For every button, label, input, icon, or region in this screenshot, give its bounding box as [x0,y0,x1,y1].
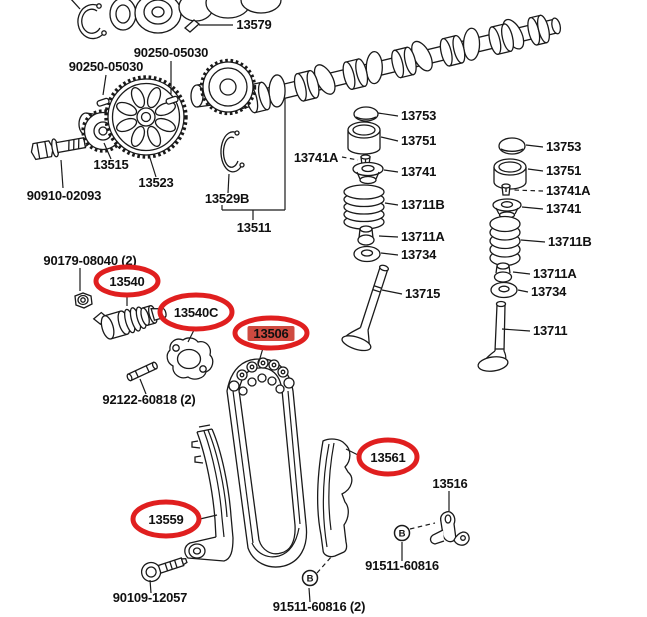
valve-spring-13711b-right [489,215,521,267]
part-label-13579: 13579 [236,17,271,32]
woodruff-keys [96,95,179,107]
part-label-90250-05030-a: 90250-05030 [134,45,208,60]
bolt-marker-circle-b-marker-1 [301,569,319,587]
part-label-13516: 13516 [432,476,467,491]
leader-lines [60,24,546,603]
part-label-13741A-right: 13741A [546,183,591,198]
highlight-oval-13559 [130,499,202,539]
bolt-marker-letter-b-marker-2: B [399,529,406,540]
part-label-13561: 13561 [370,450,405,465]
valve-spring-13711b-left [343,184,385,230]
spring-retainer-13741-right [492,198,522,219]
chain-guide-13559 [184,424,234,562]
timing-chain-13506 [226,357,308,568]
part-label-13751-left: 13751 [401,133,436,148]
highlight-oval-13561 [356,437,420,477]
part-13540 [92,305,167,340]
part-label-91511-60816-2: 91511-60816 (2) [273,599,365,614]
valve-seal-13711a-right [493,262,513,283]
sprocket-13523 [104,75,188,159]
spring-seat-13734-left [353,245,381,263]
part-label-13715: 13715 [405,286,440,301]
part-label-90910-02093: 90910-02093 [27,188,101,203]
part-label-13506: 13506 [253,326,288,341]
chain-links [228,357,295,396]
part-label-13753-right: 13753 [546,139,581,154]
part-label-13734-left: 13734 [401,247,437,262]
spring-seat-13734-right [490,281,518,299]
valve-cap-13753-left [353,106,379,122]
valve-13715 [341,264,389,352]
part-label-90250-05030-b: 90250-05030 [69,59,143,74]
part-label-13741A-left: 13741A [294,150,339,165]
part-label-13529B: 13529B [205,191,249,206]
part-label-90179-08040: 90179-08040 (2) [43,253,136,268]
top-pulley-parts [70,0,282,40]
snap-ring-13529b [220,130,245,173]
highlight-oval-13506 [232,315,310,351]
valve-lock-13741a-right [501,183,511,196]
part-label-91511-60816-r: 91511-60816 [365,558,439,573]
part-label-92122-60818: 92122-60818 (2) [102,392,195,407]
part-label-13511: 13511 [237,220,271,235]
nut-90179-08040 [74,292,93,309]
highlight-fill-13506 [247,326,295,341]
valve-cap-13753-right [498,137,526,155]
part-label-13734-right: 13734 [531,284,567,299]
part-label-13559: 13559 [148,512,183,527]
part-label-13751-right: 13751 [546,163,581,178]
part-label-13711B-left: 13711B [401,197,445,212]
bolt-marker-letter-b-marker-1: B [307,574,314,585]
part-label-13540C: 13540C [174,305,219,320]
valve-lifter-13751-right [493,158,527,190]
valve-stack-left [341,106,389,352]
valve-seal-13711a-left [357,225,375,246]
gasket-13540c [166,337,214,380]
part-label-13515: 13515 [93,157,128,172]
part-label-13711A-left: 13711A [401,229,445,244]
camshaft-13511 [190,14,562,116]
part-label-13540: 13540 [109,274,144,289]
part-label-13711B-right: 13711B [548,234,592,249]
bracket-13516 [429,510,470,546]
spring-retainer-13741-left [352,161,384,185]
bolt-marker-circle-b-marker-2 [393,524,411,542]
part-label-13711A-right: 13711A [533,266,577,281]
highlight-oval-13540 [93,264,161,298]
valve-13711 [477,300,509,372]
stud-92122-60818 [126,361,158,382]
bolt-90910-02093 [30,136,90,161]
part-label-13711: 13711 [533,323,567,338]
part-label-13753-left: 13753 [401,108,436,123]
part-label-13741-right: 13741 [546,201,581,216]
part-label-13523: 13523 [138,175,173,190]
part-label-13741-left: 13741 [401,164,436,179]
bolt-90109-12057 [140,557,188,583]
valve-stack-right [477,137,527,372]
part-label-90109-12057: 90109-12057 [113,590,187,605]
chain-damper-13561 [317,438,353,558]
valve-lifter-13751-left [347,121,381,155]
highlight-oval-13540C [157,292,235,332]
